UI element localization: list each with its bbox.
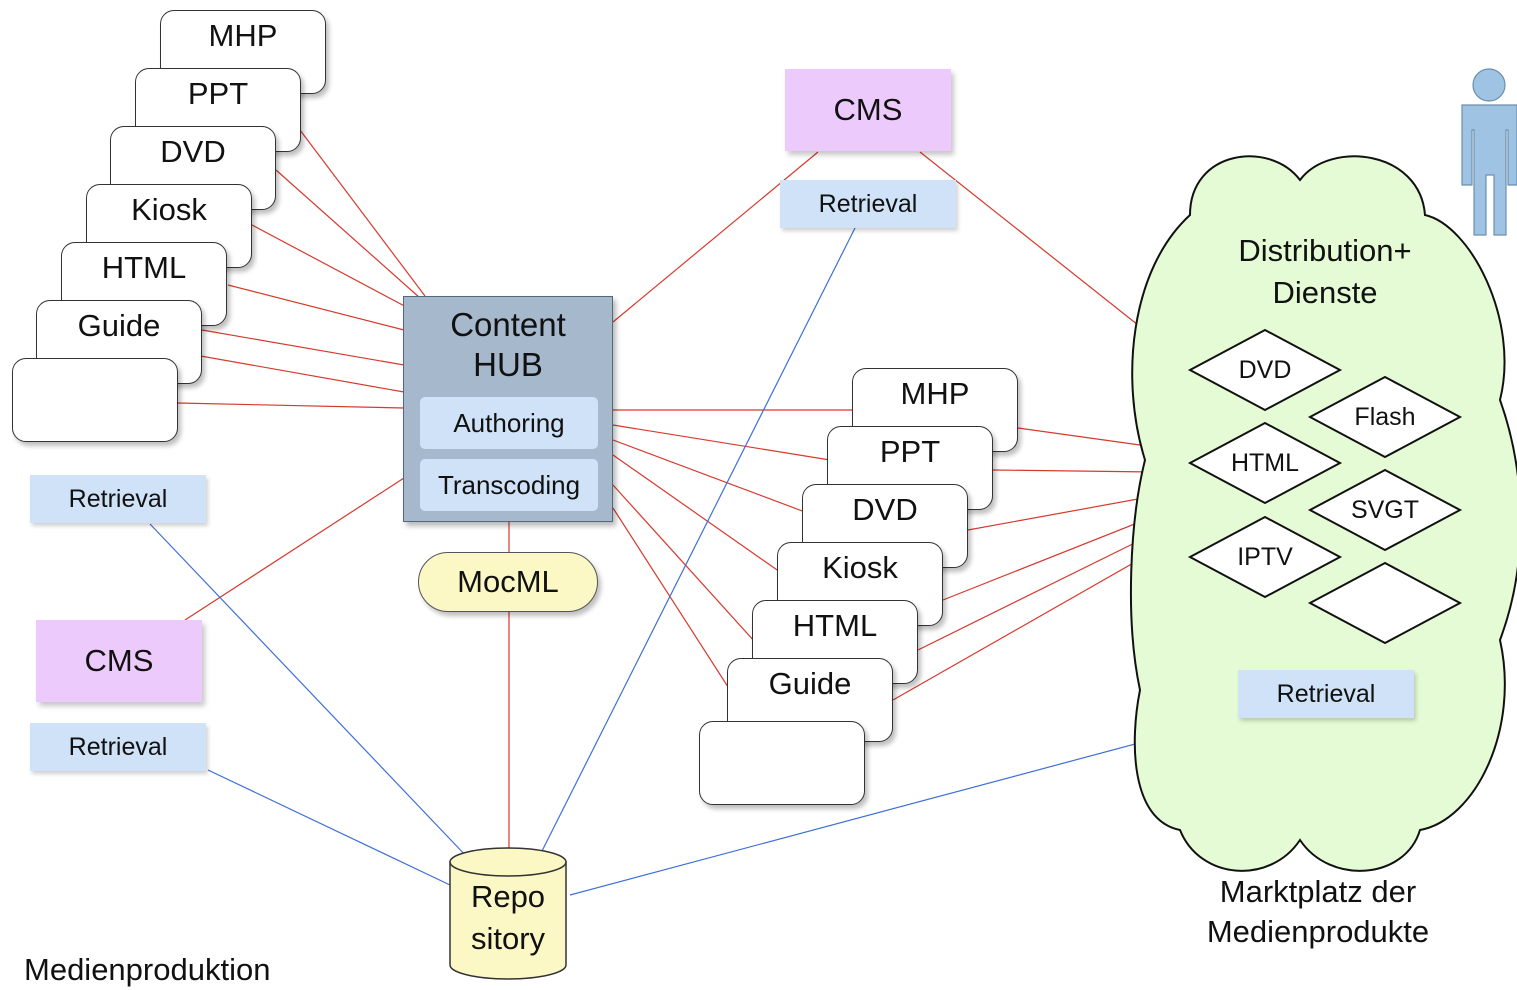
content-hub-title: Content HUB — [404, 305, 612, 385]
left-cms-box: CMS — [36, 620, 202, 702]
diamond-empty — [1307, 561, 1463, 645]
caption-marktplatz-line1: Marktplatz der — [1219, 874, 1417, 909]
caption-marktplatz: Marktplatz der Medienprodukte — [1168, 872, 1468, 952]
diamond-html — [1187, 421, 1343, 505]
top-cms-retrieval-box: Retrieval — [780, 180, 956, 228]
content-hub: Content HUB Authoring Transcoding — [403, 296, 613, 522]
left-card-empty — [12, 358, 178, 442]
top-cms-box: CMS — [785, 69, 951, 151]
production-links — [177, 129, 1166, 848]
user-person-icon — [1461, 68, 1517, 236]
hub-title-line2: HUB — [473, 346, 543, 383]
left-cms-retrieval-box: Retrieval — [30, 723, 206, 771]
hub-title-line1: Content — [450, 306, 566, 343]
diamond-label-iptv: IPTV — [1237, 543, 1293, 571]
diamond-label-html: HTML — [1230, 449, 1300, 477]
diamond-dvd — [1187, 328, 1343, 412]
repository-cylinder-icon — [449, 847, 567, 980]
repository-line2: sitory — [470, 921, 546, 956]
cloud-title-line2: Dienste — [1272, 275, 1378, 310]
diamond-svgt — [1307, 468, 1463, 552]
diamond-flash — [1307, 375, 1463, 459]
transcoding-box: Transcoding — [420, 459, 598, 511]
right-card-empty — [699, 721, 865, 805]
mocml-box: MocML — [418, 552, 598, 612]
diamond-label-flash: Flash — [1354, 403, 1416, 431]
caption-medienproduktion: Medienproduktion — [24, 952, 271, 987]
diamond-label-svgt: SVGT — [1350, 496, 1420, 524]
diamond-label-dvd: DVD — [1238, 356, 1292, 384]
cloud-retrieval-box: Retrieval — [1238, 670, 1414, 718]
repository-label: Repo sitory — [448, 876, 568, 960]
left-retrieval-box: Retrieval — [30, 475, 206, 523]
format-diamonds — [1187, 328, 1463, 645]
repository-line1: Repo — [470, 879, 546, 914]
cloud-title-line1: Distribution+ — [1238, 233, 1412, 268]
authoring-box: Authoring — [420, 397, 598, 449]
diamond-iptv — [1187, 515, 1343, 599]
caption-marktplatz-line2: Medienprodukte — [1206, 914, 1430, 949]
retrieval-links — [149, 227, 1241, 896]
cloud-title: Distribution+ Dienste — [1190, 230, 1460, 314]
